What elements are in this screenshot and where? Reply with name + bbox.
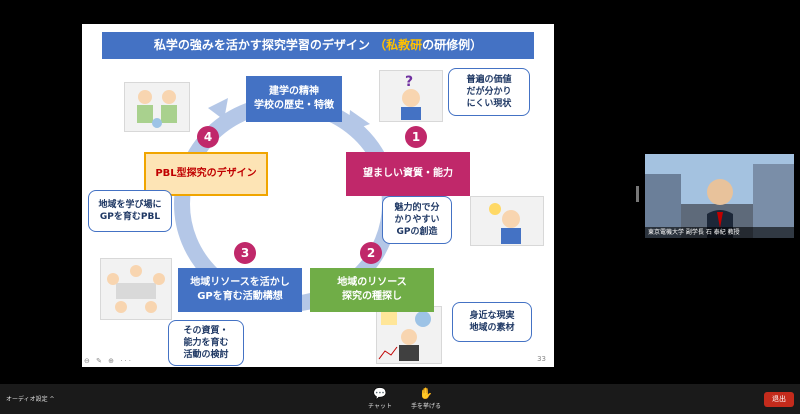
chat-button[interactable]: 💬 チャット (360, 387, 400, 410)
box-pbl-design: PBL型探究のデザイン (144, 152, 268, 196)
speaker-name-caption: 東京電機大学 副学長 石 泰紀 教授 (645, 227, 794, 238)
slide-controls[interactable]: ⊖ ✎ ⊕ ··· (84, 357, 133, 365)
data-analysis-illustration (376, 306, 442, 364)
step-number-2: 2 (360, 242, 382, 264)
step-number-1: 1 (405, 126, 427, 148)
shared-slide: 私学の強みを活かす探究学習のデザイン （私教研の研修例） ? 建学の精神学校の歴… (82, 24, 554, 367)
chat-bubble-icon: 💬 (373, 387, 387, 400)
speaker-video-tile[interactable]: 東京電機大学 副学長 石 泰紀 教授 (645, 154, 794, 238)
step-number-3: 3 (234, 242, 256, 264)
idea-person-illustration (470, 196, 544, 246)
raise-hand-button[interactable]: ✋ 手を挙げる (406, 387, 446, 410)
box-founding-spirit: 建学の精神学校の歴史・特徴 (246, 76, 342, 122)
callout-universal-value: 普遍の価値だが分かりにくい現状 (448, 68, 530, 116)
meeting-illustration (100, 258, 172, 320)
raised-hand-icon: ✋ (419, 387, 433, 400)
box-desired-qualities: 望ましい資質・能力 (346, 152, 470, 196)
svg-text:?: ? (405, 74, 413, 90)
box-local-resources: 地域のリソース探究の種探し (310, 268, 434, 312)
step-number-4: 4 (197, 126, 219, 148)
title-accent: 私教研 (386, 38, 423, 52)
leave-button[interactable]: 退出 (764, 392, 794, 407)
audio-settings-button[interactable]: オーディオ設定 ^ (6, 396, 55, 403)
panel-resize-handle[interactable] (636, 186, 639, 202)
teachers-illustration (124, 82, 190, 132)
meeting-toolbar: オーディオ設定 ^ 💬 チャット ✋ 手を挙げる 退出 (0, 384, 800, 414)
callout-activity-review: その資質・能力を育む活動の検討 (168, 320, 244, 366)
slide-page-number: 33 (537, 355, 546, 363)
raise-hand-label: 手を挙げる (410, 403, 441, 410)
confused-person-illustration: ? (379, 70, 443, 122)
callout-familiar-reality: 身近な現実地域の素材 (452, 302, 532, 342)
slide-title: 私学の強みを活かす探究学習のデザイン （私教研の研修例） (102, 32, 534, 59)
chat-label: チャット (368, 403, 392, 410)
